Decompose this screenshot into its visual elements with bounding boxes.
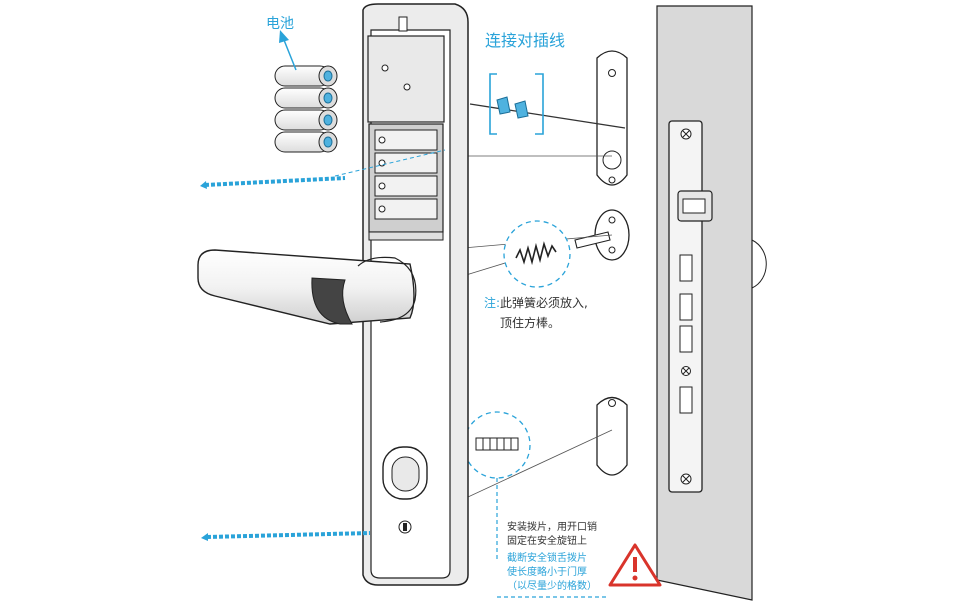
rear-plate-top <box>596 50 628 186</box>
spring-note-line2: 顶住方棒。 <box>500 316 561 330</box>
connect-cable-label: 连接对插线 <box>485 31 566 50</box>
spring-note-line1: 此弹簧必须放入, <box>500 296 588 310</box>
battery-label: 电池 <box>266 16 294 32</box>
spring-note-prefix: 注: <box>484 296 501 310</box>
warning-note-line2: 使长度略小于门厚 <box>507 567 587 578</box>
spring-note: 注:此弹簧必须放入, <box>484 294 588 311</box>
rear-plate-bottom <box>596 396 628 476</box>
arrow-up-icon <box>279 30 297 71</box>
install-note-line2: 固定在安全旋钮上 <box>507 536 587 547</box>
install-note-line1: 安装拨片，用开口销 <box>507 522 597 533</box>
warning-triangle-icon <box>608 543 662 587</box>
screw-bottom <box>201 531 371 541</box>
mortise-plate <box>668 120 713 493</box>
cable-line <box>469 96 626 129</box>
battery-leader <box>334 149 446 177</box>
warning-note-line3: （以尽量少的格数） <box>507 581 597 592</box>
spring-callout <box>503 220 571 288</box>
battery-pack <box>274 65 338 153</box>
fingerprint-sensor <box>382 446 428 534</box>
cable-bracket <box>489 73 544 135</box>
lever-handle <box>197 249 417 325</box>
tailpiece-callout <box>463 411 608 598</box>
warning-note-line1: 截断安全锁舌拨片 <box>507 553 587 564</box>
screw-top <box>200 176 346 189</box>
